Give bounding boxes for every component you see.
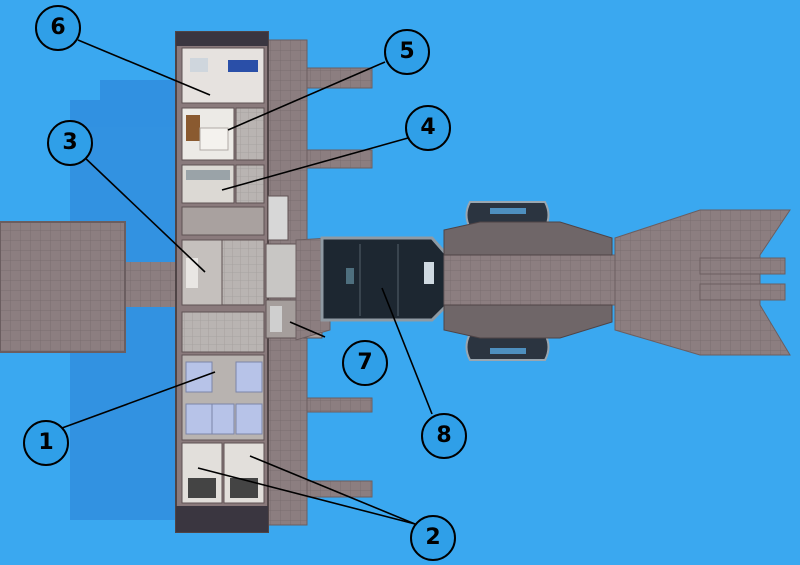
east-pier: [443, 209, 791, 356]
callout-7-label: 7: [357, 350, 373, 375]
callout-2: 2: [410, 515, 456, 561]
leader-lines: [61, 39, 433, 525]
callout-5-label: 5: [399, 39, 415, 64]
side-beams: [299, 67, 373, 498]
callout-5: 5: [384, 29, 430, 75]
callout-3-label: 3: [62, 130, 78, 155]
callout-7: 7: [342, 340, 388, 386]
control-room: [320, 236, 448, 322]
left-dock: [0, 221, 180, 353]
callout-1: 1: [23, 420, 69, 466]
callout-3: 3: [47, 120, 93, 166]
callout-2-label: 2: [425, 525, 441, 550]
callout-6: 6: [35, 5, 81, 51]
callout-8-label: 8: [436, 423, 452, 448]
pods: [443, 201, 613, 361]
callout-6-label: 6: [50, 15, 66, 40]
callout-1-label: 1: [38, 430, 54, 455]
callout-8: 8: [421, 413, 467, 459]
callout-4: 4: [405, 105, 451, 151]
callout-4-label: 4: [420, 115, 436, 140]
